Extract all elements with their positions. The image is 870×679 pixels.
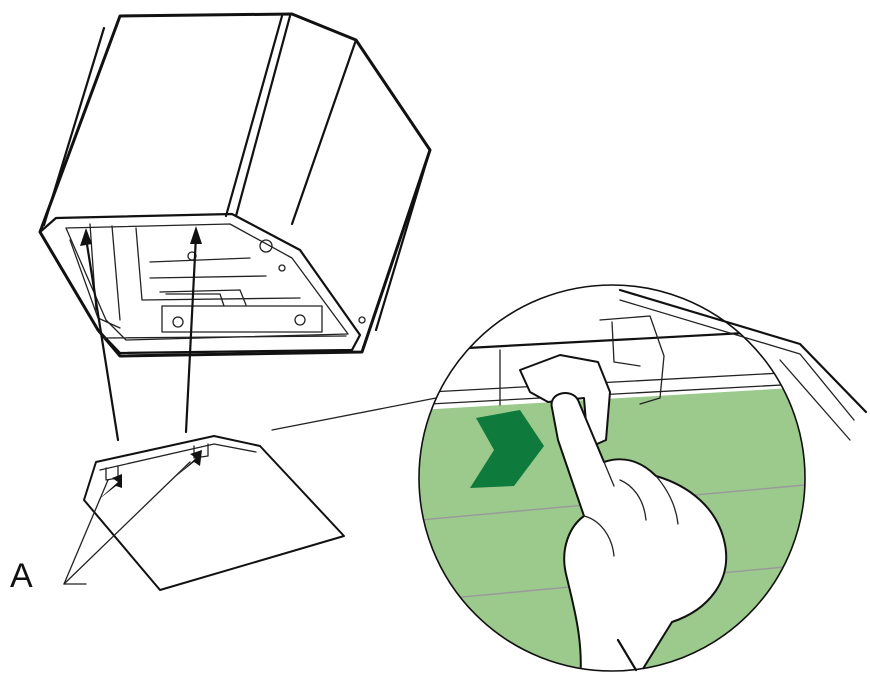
zoom-detail [418,284,868,672]
callout-label: A [10,557,33,595]
direction-arrow-icon [470,410,544,488]
cover-plate [83,435,345,591]
hand-icon [550,392,728,671]
clip-arrow-right [174,450,202,478]
callout-a: A [10,461,191,595]
zoom-leader-line [271,397,437,431]
assembly-arrows [80,226,202,442]
device-housing [38,12,432,358]
clip-arrow-left [98,474,122,500]
